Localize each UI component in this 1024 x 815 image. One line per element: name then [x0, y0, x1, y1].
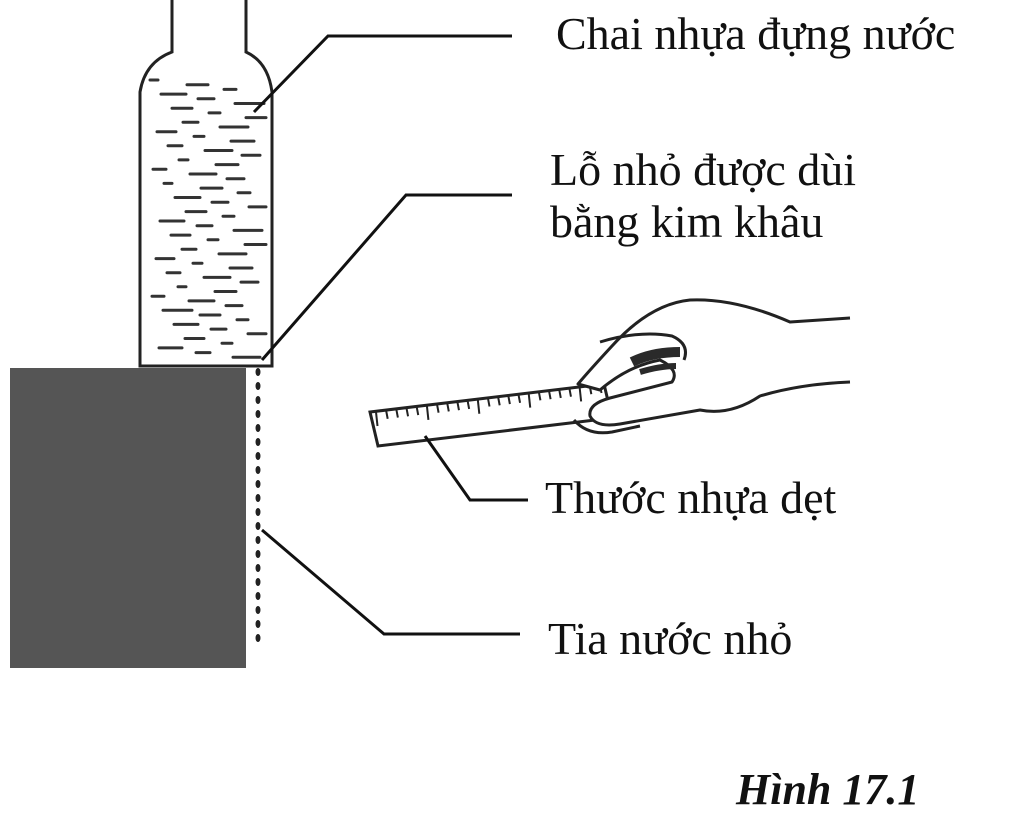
water-drop: [255, 578, 261, 586]
water-texture: [148, 78, 268, 359]
water-drop: [255, 368, 261, 376]
ruler-tick: [517, 394, 522, 404]
figure-caption: Hình 17.1: [736, 765, 920, 814]
ruler-tick: [446, 403, 450, 412]
water-drop: [255, 424, 261, 432]
water-drop: [255, 620, 261, 628]
water-drop: [255, 522, 261, 530]
water-drop: [255, 536, 261, 544]
leader-bottle: [252, 34, 512, 114]
label-hole-line2: bằng kim khâu: [550, 195, 824, 247]
ruler-tick: [425, 405, 430, 420]
ruler-tick: [548, 390, 552, 400]
water-drop: [255, 592, 261, 600]
water-drop: [255, 494, 261, 502]
ruler-tick: [375, 411, 379, 427]
ruler-tick: [476, 399, 481, 414]
water-drop: [255, 550, 261, 558]
label-jet: Tia nước nhỏ: [548, 613, 793, 664]
label-hole: Lỗ nhỏ được dùi bằng kim khâu: [550, 144, 856, 247]
water-drop: [255, 410, 261, 418]
ruler-tick: [487, 398, 491, 407]
leader-ruler: [423, 435, 528, 502]
flat-ruler: [368, 382, 614, 448]
water-drop: [255, 634, 261, 642]
water-drop: [255, 508, 261, 516]
water-drop: [255, 480, 261, 488]
water-drop: [255, 396, 261, 404]
ruler-tick: [466, 400, 471, 410]
leader-hole: [260, 193, 512, 361]
label-hole-line1: Lỗ nhỏ được dùi: [550, 144, 857, 195]
leader-jet: [261, 528, 520, 636]
ruler-tick: [385, 410, 389, 419]
hand: [572, 298, 851, 435]
ruler-tick: [578, 387, 583, 402]
water-bottle: [138, 0, 274, 368]
water-drop: [255, 438, 261, 446]
water-jet: [255, 368, 261, 642]
ruler-tick: [405, 408, 410, 417]
water-drop: [255, 564, 261, 572]
ruler-tick: [558, 389, 562, 399]
ruler-tick: [497, 397, 501, 406]
ruler-tick: [507, 395, 511, 405]
ruler-tick: [395, 409, 399, 418]
water-drop: [255, 606, 261, 614]
ruler-tick: [537, 392, 542, 401]
ruler-tick: [568, 388, 572, 397]
water-drop: [255, 452, 261, 460]
label-ruler: Thước nhựa dẹt: [545, 472, 837, 523]
ruler-tick: [527, 393, 532, 408]
water-drop: [255, 382, 261, 390]
ruler-tick: [415, 406, 420, 416]
ruler-tick: [456, 401, 460, 411]
water-drop: [255, 466, 261, 474]
ruler-tick: [436, 404, 440, 413]
leader-lines: [252, 34, 528, 636]
label-bottle: Chai nhựa đựng nước: [556, 8, 956, 59]
stand-block: [10, 368, 246, 668]
